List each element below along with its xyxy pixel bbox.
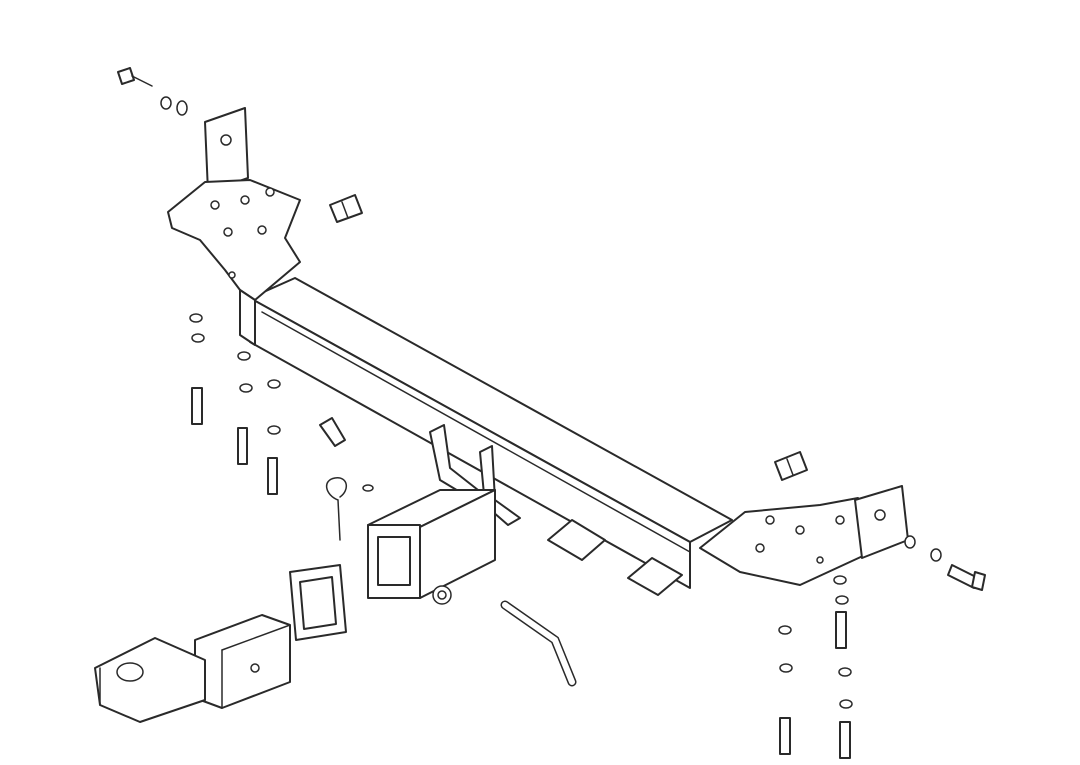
receiver-tube	[367, 489, 496, 605]
bolts-right	[779, 611, 851, 759]
bolts-left	[191, 387, 346, 495]
crossbar-tube	[249, 277, 733, 589]
spacer-plate	[547, 519, 683, 596]
nut-plate-left	[329, 194, 363, 223]
bolt-right	[904, 535, 986, 591]
left-mounting-bracket	[167, 107, 301, 346]
nut-plate-right	[774, 451, 808, 481]
right-mounting-bracket	[699, 485, 909, 586]
ball-mount	[94, 614, 291, 723]
receiver-cover	[289, 564, 347, 641]
hitch-pin	[500, 600, 577, 687]
washers-left	[189, 313, 281, 435]
washers-right	[778, 575, 853, 709]
bolt-top-left	[117, 67, 188, 116]
hitch-pin-clip	[326, 477, 374, 541]
